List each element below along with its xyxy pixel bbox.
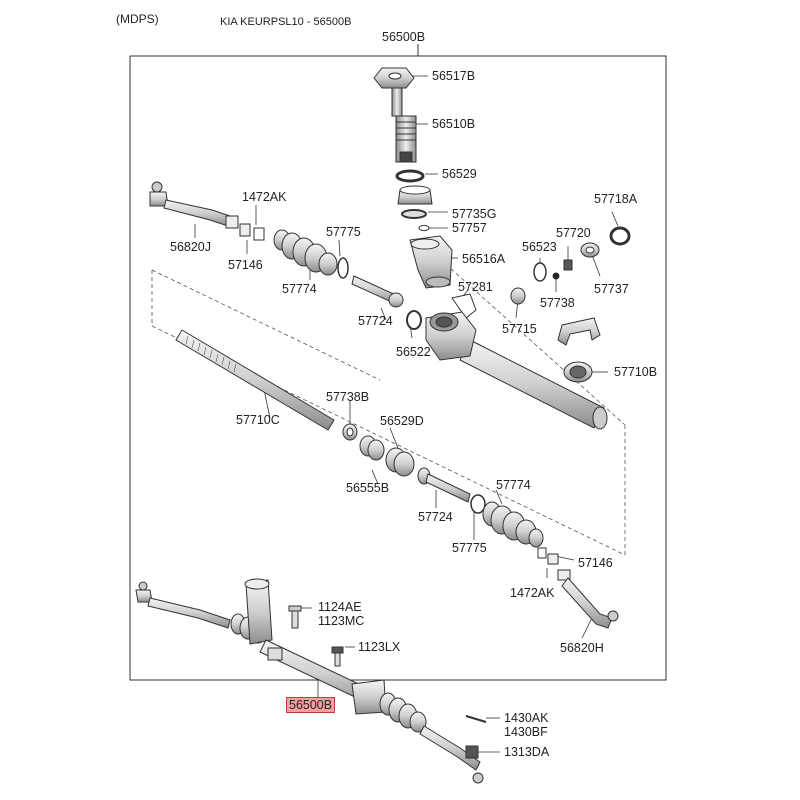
part-label-57738B[interactable]: 57738B (326, 390, 370, 404)
part-label-1313DA[interactable]: 1313DA (504, 745, 550, 759)
part-label-57710C[interactable]: 57710C (236, 413, 280, 427)
part-label-1123MC[interactable]: 1123MC (318, 614, 365, 628)
part-label-56820H[interactable]: 56820H (560, 641, 604, 655)
part-label-1430AK[interactable]: 1430AK (504, 711, 549, 725)
part-label-56517B[interactable]: 56517B (432, 69, 476, 83)
bolt-1123LX (331, 646, 344, 667)
part-label-57757[interactable]: 57757 (452, 221, 487, 235)
part-label-1123LX[interactable]: 1123LX (358, 640, 401, 654)
part-label-57774-top[interactable]: 57774 (282, 282, 317, 296)
assembly-label[interactable]: 56500B (382, 30, 426, 44)
bushing-57738B (342, 423, 358, 441)
part-label-1124AE[interactable]: 1124AE (318, 600, 362, 614)
nut-57146-top (239, 223, 251, 237)
clip-1472AK-top (253, 227, 265, 241)
housing-56516A (409, 235, 453, 289)
part-label-57737[interactable]: 57737 (594, 282, 629, 296)
yoke-57735G (397, 185, 433, 231)
part-label-1430BF[interactable]: 1430BF (504, 725, 548, 739)
tie-rod-end-56820J (149, 181, 239, 229)
tie-rod-end-56820H (557, 569, 619, 629)
part-label-57718A[interactable]: 57718A (594, 192, 638, 206)
bushing-56555B (359, 435, 385, 461)
rack-housing (425, 311, 608, 430)
bolt-1124AE (288, 605, 302, 629)
part-label-1472AK-bot[interactable]: 1472AK (510, 586, 555, 600)
part-label-56523[interactable]: 56523 (522, 240, 557, 254)
rack-bar-57710C (175, 329, 335, 431)
part-label-57774-bot[interactable]: 57774 (496, 478, 531, 492)
band-57775-top (337, 257, 349, 279)
part-label-57720[interactable]: 57720 (556, 226, 591, 240)
part-label-57738-top[interactable]: 57738 (540, 296, 575, 310)
part-label-57281[interactable]: 57281 (458, 280, 493, 294)
boot-57774-top (273, 229, 338, 276)
nut-1313DA (465, 745, 479, 759)
system-label: (MDPS) (116, 12, 159, 26)
assembly-frame (129, 55, 667, 681)
part-label-57146-top[interactable]: 57146 (228, 258, 263, 272)
part-label-57146-bot[interactable]: 57146 (578, 556, 613, 570)
nut-57720 (563, 259, 573, 271)
part-label-56510B[interactable]: 56510B (432, 117, 476, 131)
boot-57774-bot (482, 501, 544, 548)
pin-57738 (552, 272, 560, 280)
leader-lines (194, 75, 619, 753)
part-label-56516A[interactable]: 56516A (462, 252, 506, 266)
pinion-shaft (391, 87, 417, 163)
part-label-57710B[interactable]: 57710B (614, 365, 658, 379)
washer-56522 (406, 310, 422, 330)
part-label-56529D[interactable]: 56529D (380, 414, 424, 428)
part-label-1472AK-top[interactable]: 1472AK (242, 190, 287, 204)
oring-56523 (533, 262, 547, 282)
part-label-57724-bot[interactable]: 57724 (418, 510, 453, 524)
part-label-57724-top[interactable]: 57724 (358, 314, 393, 328)
inner-tie-rod-57724-top (351, 275, 404, 308)
part-label-57775-top[interactable]: 57775 (326, 225, 361, 239)
part-label-56500B-highlighted[interactable]: 56500B (286, 697, 336, 713)
pin-1430AK (465, 715, 487, 723)
part-label-57715[interactable]: 57715 (502, 322, 537, 336)
part-label-56522[interactable]: 56522 (396, 345, 431, 359)
part-label-56529[interactable]: 56529 (442, 167, 477, 181)
catalog-reference: KIA KEURPSL10 - 56500B (220, 16, 352, 28)
assembled-rack (135, 578, 484, 784)
bushing-57715 (510, 287, 526, 305)
inner-tie-rod-57724-bot (417, 467, 471, 503)
part-label-56555B[interactable]: 56555B (346, 481, 390, 495)
bush-57737 (580, 242, 600, 258)
clip-1472AK-bot (537, 547, 547, 559)
ring-57718A (609, 226, 631, 246)
bushing-56529D (385, 447, 415, 477)
bracket-57281 (451, 293, 477, 319)
part-label-56820J[interactable]: 56820J (170, 240, 212, 254)
part-label-57775-bot[interactable]: 57775 (452, 541, 487, 555)
seal-56529 (395, 169, 425, 183)
pinion-cap (373, 67, 415, 89)
band-57775-bot (470, 494, 486, 514)
clamp-57710B (557, 317, 601, 383)
part-label-57735G[interactable]: 57735G (452, 207, 497, 221)
nut-57146-bot (547, 553, 559, 565)
